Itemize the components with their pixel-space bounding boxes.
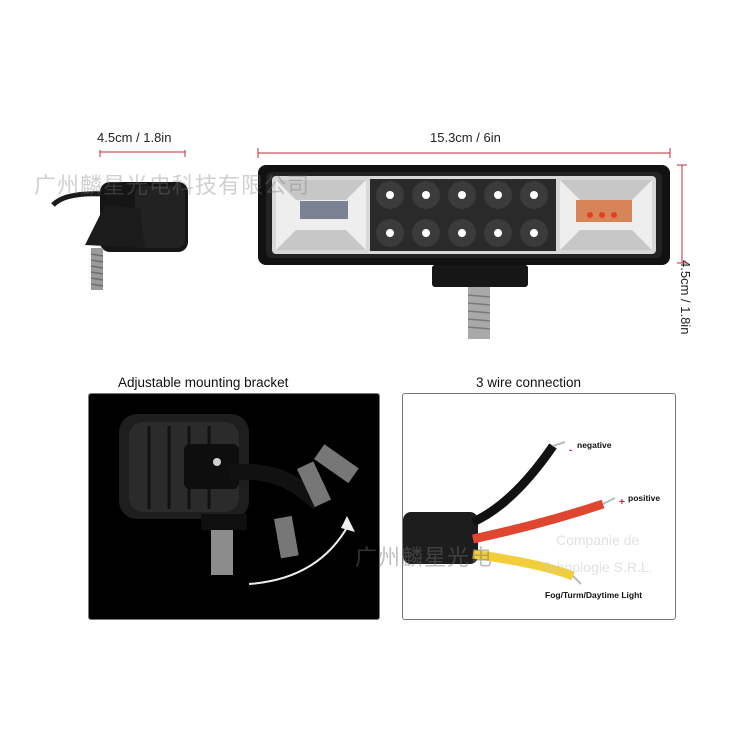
signal-label: Fog/Turm/Daytime Light [545, 590, 643, 600]
watermark-mid-cn: 广州麟星光电 [355, 545, 494, 570]
side-width-label: 4.5cm / 1.8in [97, 130, 172, 145]
light-bar-front-view [257, 148, 687, 339]
bracket-panel [88, 393, 380, 620]
negative-sign: - [569, 445, 573, 456]
light-side-view [51, 150, 188, 290]
wiring-illustration [403, 441, 616, 585]
length-label: 15.3cm / 6in [430, 130, 501, 145]
wiring-caption: 3 wire connection [476, 375, 582, 390]
bracket-caption: Adjustable mounting bracket [118, 375, 289, 390]
watermark-top: 广州麟星光电科技有限公司 [34, 173, 311, 198]
negative-label: negative [577, 440, 612, 450]
bracket-illustration [119, 414, 359, 585]
positive-label: positive [628, 493, 661, 503]
wiring-panel: - negative + positive Fog/Turm/Daytime L… [402, 393, 676, 620]
watermark-mid-en-2: Tehnologie S.R.L. [542, 559, 653, 575]
watermark-mid-en-1: Companie de [556, 532, 640, 548]
positive-sign: + [619, 497, 625, 508]
